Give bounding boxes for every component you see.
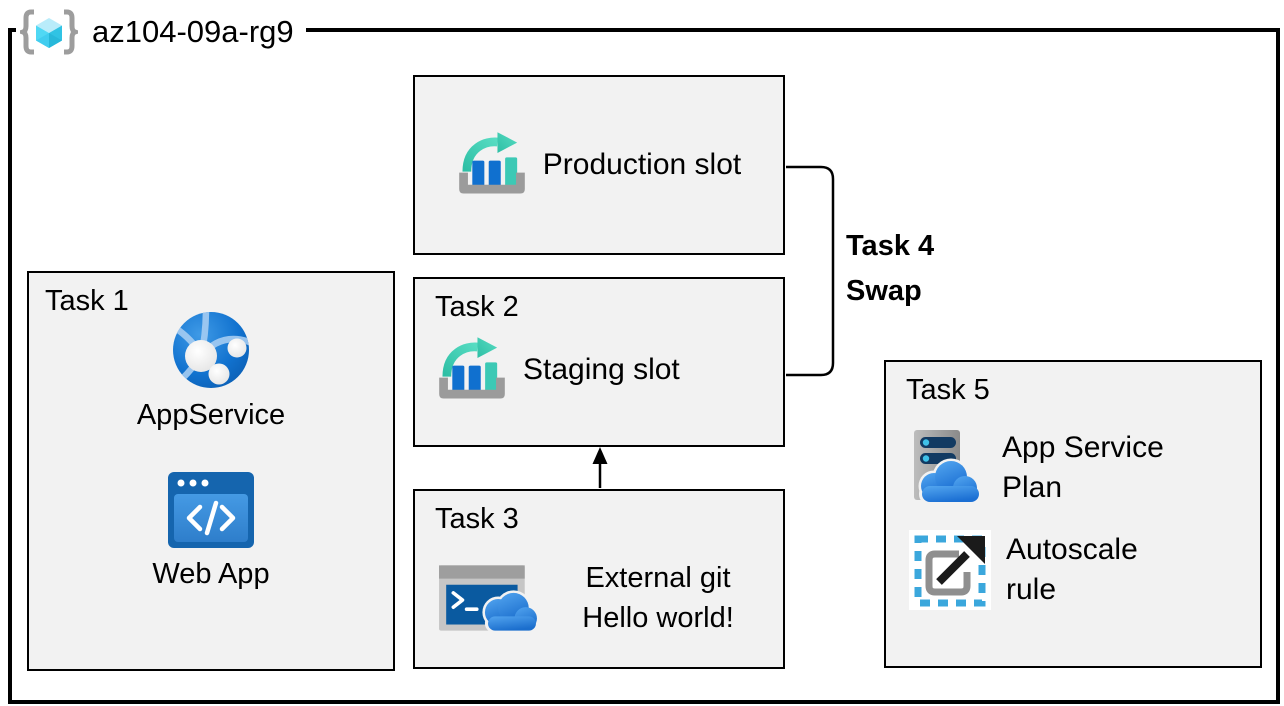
task3-line2: Hello world! <box>582 602 734 634</box>
app-service-plan-label: App Service Plan <box>1002 428 1164 508</box>
task2-title: Task 2 <box>435 291 519 323</box>
app-service-label: AppService <box>136 399 286 431</box>
task2-box: Task 2 Staging slot <box>413 277 785 447</box>
task3-title: Task 3 <box>435 503 519 535</box>
resource-group-boundary <box>8 28 1280 704</box>
task5-box: Task 5 <box>884 360 1262 668</box>
staging-slot-label: Staging slot <box>523 353 680 386</box>
autoscale-rule-label: Autoscale rule <box>1006 530 1138 610</box>
deployment-slots-icon <box>458 132 525 194</box>
resource-group-name: az104-09a-rg9 <box>92 14 294 49</box>
app-service-plan-icon <box>914 430 981 505</box>
app-service-plan-line2: Plan <box>1002 471 1063 504</box>
task1-box: Task 1 <box>27 271 395 671</box>
app-service-icon <box>173 312 249 388</box>
task4-swap-label: Task 4 Swap <box>846 224 934 314</box>
deployment-slots-icon <box>439 337 505 399</box>
task4-line2: Swap <box>846 275 922 307</box>
app-service-plan-line1: App Service <box>1002 431 1164 464</box>
task5-title: Task 5 <box>906 374 990 406</box>
production-slot-label: Production slot <box>542 148 742 181</box>
cloud-shell-icon <box>439 565 539 633</box>
autoscale-rule-icon <box>909 530 991 610</box>
task3-description: External git Hello world! <box>539 558 777 638</box>
task3-line1: External git <box>585 562 731 594</box>
resource-group-icon <box>20 9 78 55</box>
autoscale-rule-line2: rule <box>1006 573 1057 606</box>
autoscale-rule-line1: Autoscale <box>1006 533 1138 566</box>
task3-box: Task 3 <box>413 489 785 669</box>
task1-title: Task 1 <box>45 285 129 317</box>
app-service-plan-item: App Service Plan <box>908 428 1250 508</box>
task4-line1: Task 4 <box>846 230 935 262</box>
app-service-item: AppService <box>137 311 285 432</box>
web-app-icon <box>167 472 254 548</box>
web-app-item: Web App <box>152 472 270 591</box>
resource-group-legend: az104-09a-rg9 <box>16 4 306 60</box>
autoscale-rule-item: Autoscale rule <box>908 530 1250 610</box>
web-app-label: Web App <box>152 558 270 590</box>
production-slot-box: Production slot <box>413 75 785 255</box>
